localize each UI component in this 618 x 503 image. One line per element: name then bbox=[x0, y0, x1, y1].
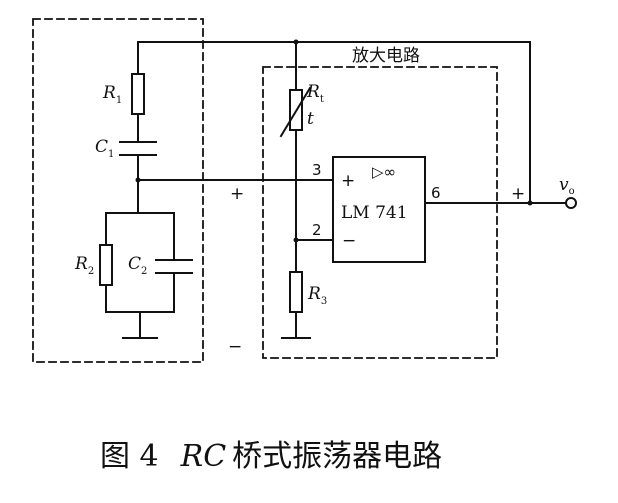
top-rail-wire bbox=[137, 41, 531, 204]
junction-inverting bbox=[293, 237, 299, 243]
junction-feedback bbox=[135, 177, 141, 183]
feedback-network-frame bbox=[32, 18, 204, 363]
amplifier-region-label: 放大电路 bbox=[352, 46, 420, 66]
feedback-minus-sign: − bbox=[228, 337, 242, 357]
opamp-lm741 bbox=[332, 156, 426, 263]
output-label: vo bbox=[559, 175, 575, 197]
thermistor-t-mark: t bbox=[307, 109, 314, 129]
label-r1: R1 bbox=[102, 83, 122, 106]
opamp-symbol-icon: ▷∞ bbox=[372, 163, 396, 181]
resistor-r2 bbox=[99, 244, 113, 286]
resistor-r3 bbox=[289, 271, 303, 313]
label-rt: Rt bbox=[306, 82, 324, 105]
label-r3: R3 bbox=[307, 284, 327, 307]
label-r2: R2 bbox=[74, 254, 94, 277]
pin-3-label: 3 bbox=[312, 161, 322, 179]
label-c2: C2 bbox=[128, 254, 147, 277]
noninverting-sign: + bbox=[341, 171, 355, 191]
inverting-sign: − bbox=[342, 231, 356, 251]
capacitor-c2 bbox=[155, 259, 193, 274]
output-plus-sign: + bbox=[511, 184, 525, 204]
thermistor-slash-icon bbox=[279, 86, 312, 138]
amplifier-frame bbox=[262, 66, 498, 359]
pin-2-label: 2 bbox=[312, 221, 322, 239]
feedback-plus-sign: + bbox=[230, 184, 244, 204]
pin-6-label: 6 bbox=[431, 184, 441, 202]
junction-output bbox=[527, 200, 533, 206]
output-terminal bbox=[565, 197, 577, 209]
label-c1: C1 bbox=[95, 137, 114, 160]
opamp-name: LM 741 bbox=[341, 203, 408, 223]
capacitor-c1 bbox=[119, 141, 157, 156]
resistor-r1 bbox=[131, 73, 145, 115]
junction-top-rt bbox=[293, 39, 299, 45]
